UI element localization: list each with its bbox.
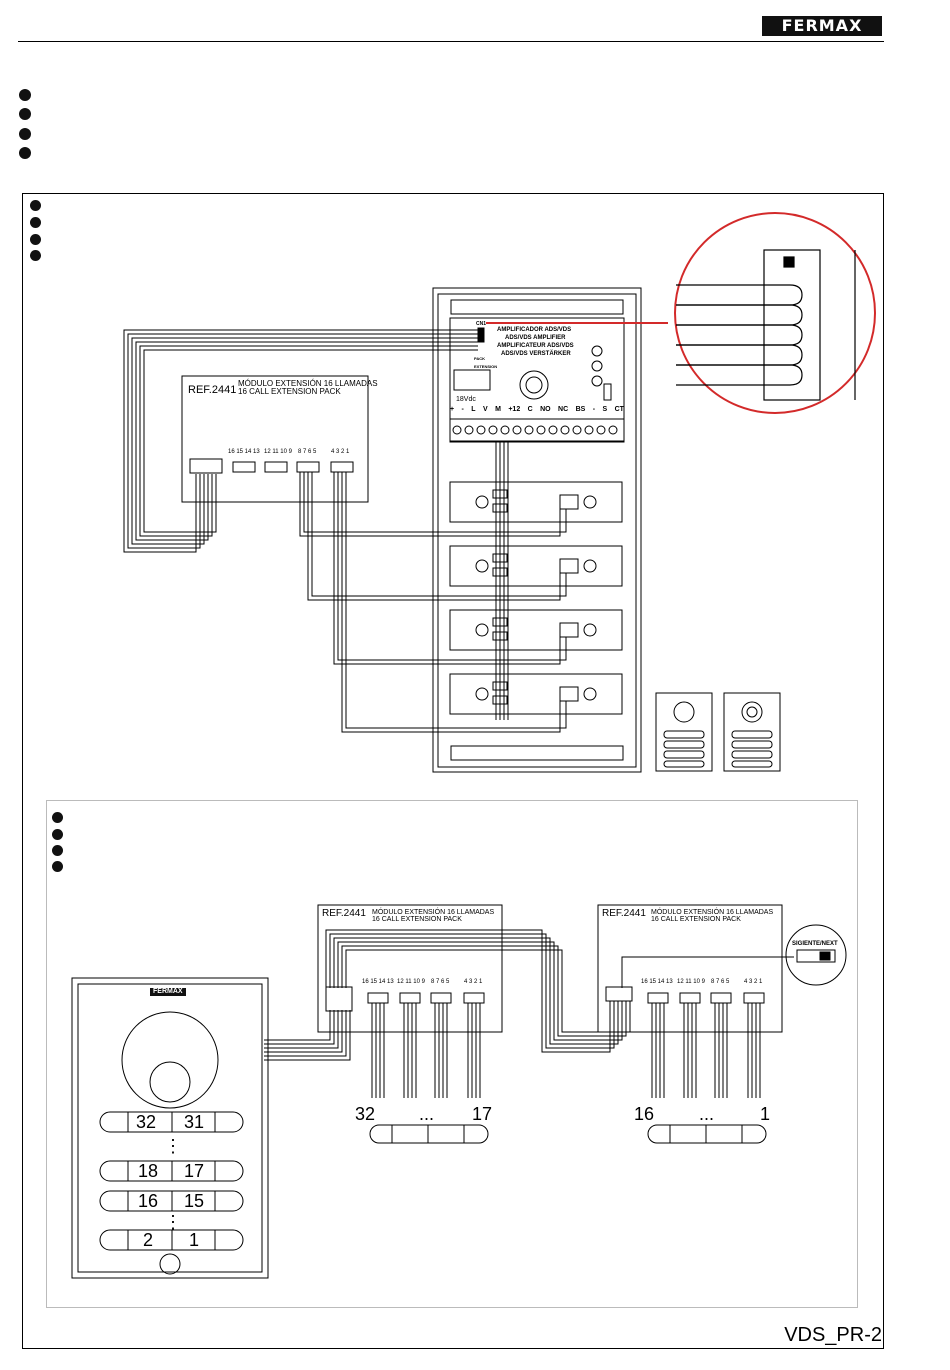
amp-line-2: ADS/VDS AMPLIFIER <box>505 335 566 341</box>
module-title-es: MÓDULO EXTENSIÓN 16 LLAMADAS <box>238 379 378 388</box>
terminal-label: BS <box>575 406 586 413</box>
extension-module-b <box>597 904 783 1033</box>
amplifier-label: AMPLIFICADOR ADS/VDS ADS/VDS AMPLIFIER A… <box>497 326 587 358</box>
language-bullet <box>52 845 63 856</box>
call-button-label: 18 <box>138 1161 159 1181</box>
terminal-label: V <box>482 406 488 413</box>
language-bullet <box>30 200 41 211</box>
group-label: 12 11 10 9 <box>677 979 705 985</box>
group-label: 8 7 6 5 <box>431 979 450 985</box>
module-b-title-es: MÓDULO EXTENSIÓN 16 LLAMADAS <box>651 909 774 916</box>
module-b-ref: REF.2441 <box>602 908 646 919</box>
terminal-label: + <box>450 406 455 413</box>
extension-module-a <box>317 904 503 1033</box>
module-a-title-en: 16 CALL EXTENSION PACK <box>372 916 462 923</box>
group-label: 16 15 14 13 <box>641 979 673 985</box>
terminal-label: - <box>461 406 464 413</box>
ellipsis: ⋮ <box>164 1212 182 1232</box>
fermax-logo: FERMAX <box>762 16 882 36</box>
language-bullet <box>52 829 63 840</box>
terminal-label: M <box>495 406 501 413</box>
lower-diagram-frame <box>46 800 858 1308</box>
range-dots: ... <box>419 1104 435 1124</box>
terminal-label: C <box>527 406 533 413</box>
call-button-label: 1 <box>189 1230 200 1250</box>
terminal-label: S <box>602 406 608 413</box>
module-b-title-en: 16 CALL EXTENSION PACK <box>651 916 741 923</box>
module-ref: REF.2441 <box>188 384 237 396</box>
group-label: 12 11 10 9 <box>264 449 292 455</box>
ellipsis: ⋮ <box>164 1136 182 1156</box>
next-label: SIGIENTE/NEXT <box>792 941 838 947</box>
voltage-label: 18Vdc <box>456 396 476 403</box>
group-label: 16 15 14 13 <box>362 979 394 985</box>
extension-module <box>181 375 369 503</box>
panel-logo: FERMAX <box>150 988 186 996</box>
terminal-label: L <box>471 406 476 413</box>
cn1-label: CN1 <box>476 321 487 327</box>
header-rule <box>18 41 884 42</box>
terminal-labels: + - L V M +12 C NO NC BS - S CT <box>450 406 624 417</box>
range-dots: ... <box>699 1104 715 1124</box>
language-bullet <box>52 861 63 872</box>
call-button-label: 31 <box>184 1112 205 1132</box>
group-label: 4 3 2 1 <box>744 979 763 985</box>
language-bullet <box>30 217 41 228</box>
module-a-ref: REF.2441 <box>322 908 366 919</box>
group-label: 16 15 14 13 <box>228 449 260 455</box>
range-end: 17 <box>472 1104 493 1124</box>
amp-line-1: AMPLIFICADOR ADS/VDS <box>497 327 572 333</box>
document-code: VDS_PR-2 <box>784 1324 882 1346</box>
range-end: 1 <box>760 1104 771 1124</box>
amp-line-4: ADS/VDS VERSTÄRKER <box>501 351 571 357</box>
language-bullet <box>19 108 31 120</box>
terminal-label: +12 <box>508 406 521 413</box>
range-start: 32 <box>355 1104 376 1124</box>
language-bullet <box>19 128 31 140</box>
call-button-label: 15 <box>184 1191 205 1211</box>
group-label: 12 11 10 9 <box>397 979 425 985</box>
language-bullet <box>52 812 63 823</box>
amp-line-3: AMPLIFICATEUR ADS/VDS <box>497 343 574 349</box>
group-label: 4 3 2 1 <box>464 979 483 985</box>
module-title-en: 16 CALL EXTENSION PACK <box>238 387 341 396</box>
terminal-label: NC <box>558 406 569 413</box>
range-start: 16 <box>634 1104 655 1124</box>
module-label-upper: REF.2441 <box>188 380 236 398</box>
terminal-label: NO <box>540 406 551 413</box>
terminal-label: - <box>592 406 596 413</box>
language-bullet <box>30 250 41 261</box>
language-bullet <box>19 89 31 101</box>
language-bullet <box>30 234 41 245</box>
call-button-label: 16 <box>138 1191 159 1211</box>
group-label: 4 3 2 1 <box>331 449 350 455</box>
door-panel <box>71 977 269 1279</box>
terminal-label: CT <box>614 406 624 413</box>
amplifier-board <box>449 317 625 443</box>
call-button-label: 17 <box>184 1161 205 1181</box>
call-button-label: 2 <box>143 1230 154 1250</box>
group-label: 8 7 6 5 <box>298 449 317 455</box>
module-a-title-es: MÓDULO EXTENSIÓN 16 LLAMADAS <box>372 909 495 916</box>
diagram-frame <box>22 193 884 1349</box>
zoom-callout <box>486 212 876 414</box>
panel-housing <box>432 287 642 773</box>
call-button-label: 32 <box>136 1112 157 1132</box>
pack-label: PACK EXTENSION <box>474 356 498 369</box>
group-label: 8 7 6 5 <box>711 979 730 985</box>
language-bullet <box>19 147 31 159</box>
